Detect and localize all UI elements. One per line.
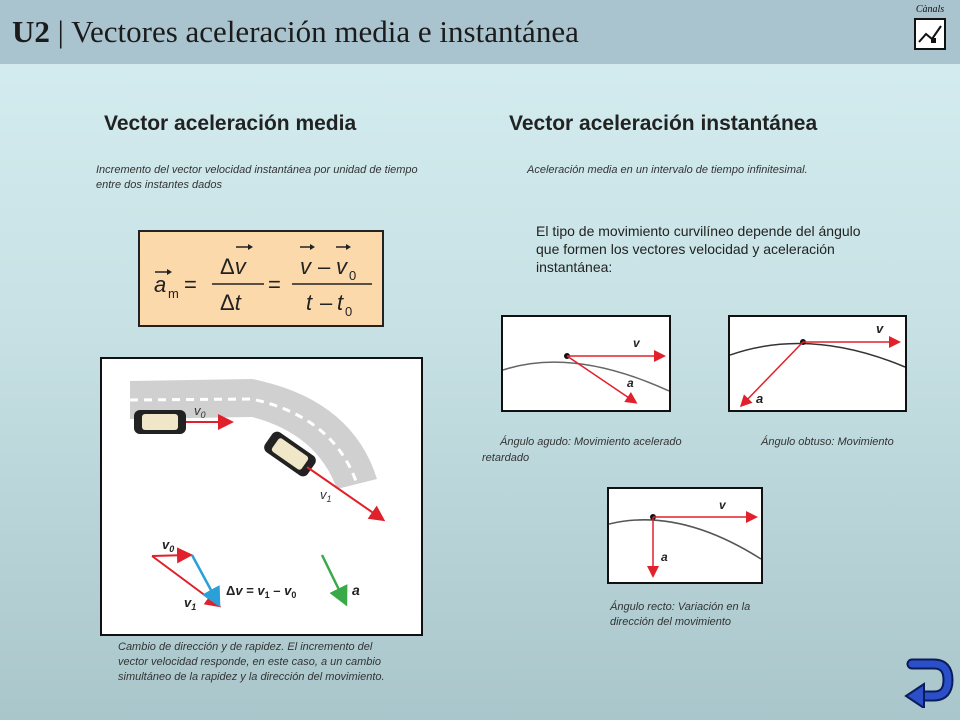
page-title: U2 | Vectores aceleración media e instan…: [12, 14, 579, 50]
caption-obtuse-angle: Ángulo obtuso: Movimiento: [761, 436, 894, 448]
svg-text:Δv: Δv: [220, 254, 248, 279]
svg-text:v1: v1: [320, 487, 332, 504]
definition-aceleracion-instantanea: Aceleración media en un intervalo de tie…: [527, 164, 808, 176]
svg-text:=: =: [268, 272, 281, 297]
svg-text:v: v: [633, 336, 641, 350]
caption-car-curve: Cambio de dirección y de rapidez. El inc…: [118, 641, 385, 683]
heading-aceleracion-instantanea: Vector aceleración instantánea: [509, 112, 818, 135]
svg-text:–: –: [318, 254, 331, 279]
figure-acute-angle: v a: [501, 315, 671, 412]
caption-acute-angle: Ángulo agudo: Movimiento acelerado: [500, 436, 682, 448]
svg-text:0: 0: [349, 268, 356, 283]
unit-label: U2: [12, 14, 50, 49]
caption-right-angle: Ángulo recto: Variación en la dirección …: [610, 601, 751, 628]
svg-text:0: 0: [345, 304, 352, 319]
svg-text:–: –: [320, 290, 333, 315]
header-bar: U2 | Vectores aceleración media e instan…: [0, 0, 960, 64]
svg-text:t: t: [306, 290, 313, 315]
svg-text:a: a: [154, 272, 166, 297]
paragraph-curvilinear: El tipo de movimiento curvilíneo depende…: [536, 223, 861, 275]
figure-obtuse-angle: v a: [728, 315, 907, 412]
svg-text:=: =: [184, 272, 197, 297]
svg-text:v0: v0: [194, 403, 206, 420]
svg-text:a: a: [627, 376, 634, 390]
svg-text:v: v: [300, 254, 313, 279]
formula-aceleracion-media: a m = Δv Δt = v – v 0 t – t 0: [138, 230, 384, 327]
svg-text:v: v: [336, 254, 349, 279]
title-text: Vectores aceleración media e instantánea: [71, 14, 579, 49]
return-arrow-icon[interactable]: [904, 658, 954, 710]
logo-label: Cànals: [915, 4, 945, 15]
svg-text:a: a: [661, 550, 668, 564]
car-icon: [264, 431, 316, 477]
svg-text:v: v: [719, 498, 727, 512]
svg-text:t: t: [337, 290, 344, 315]
figure-car-curve: v0 v1 v0 v1 Δv = v1 – v0 a: [100, 357, 423, 636]
svg-text:a: a: [352, 582, 360, 598]
car-icon: [134, 410, 186, 434]
heading-aceleracion-media: Vector aceleración media: [104, 112, 357, 135]
figure-right-angle: v a: [607, 487, 763, 584]
svg-text:a: a: [756, 391, 763, 406]
svg-text:v: v: [876, 321, 884, 336]
logo-graph: [914, 18, 946, 50]
definition-aceleracion-media: Incremento del vector velocidad instantá…: [96, 164, 418, 191]
svg-text:Δt: Δt: [220, 290, 242, 315]
title-separator: |: [57, 14, 64, 49]
caption-obtuse-angle-cont: retardado: [482, 452, 530, 464]
svg-text:v1: v1: [184, 595, 196, 612]
svg-text:m: m: [168, 286, 179, 301]
svg-text:v0: v0: [162, 537, 174, 554]
canals-logo-icon: Cànals: [910, 4, 950, 50]
svg-text:Δv = v1 – v0: Δv = v1 – v0: [226, 583, 296, 600]
